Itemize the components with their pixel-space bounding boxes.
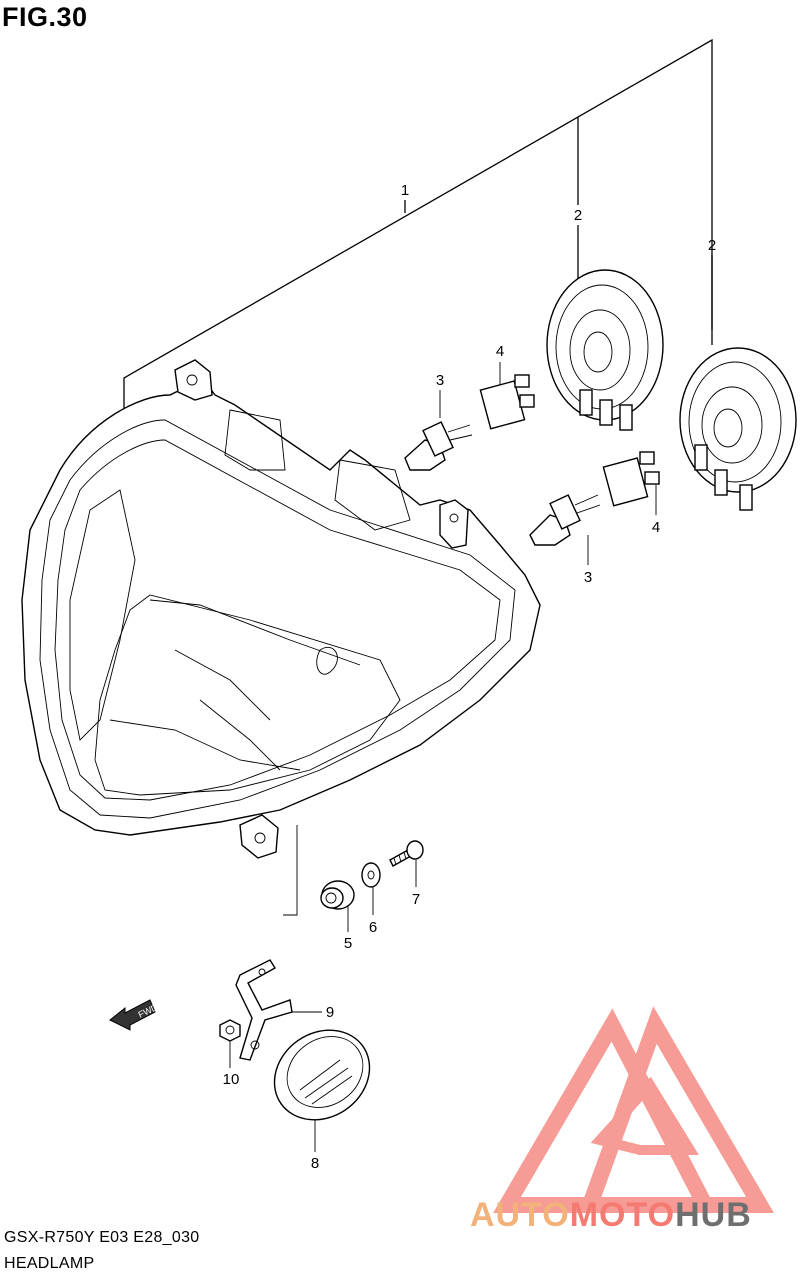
grommet	[320, 880, 355, 910]
reflector-bracket	[235, 959, 293, 1061]
headlamp-housing	[21, 359, 541, 859]
headlamp-rear-cover-lower	[679, 347, 797, 511]
callout-2-upper: 2	[574, 207, 582, 224]
headlamp-rear-cover-upper	[546, 269, 664, 431]
headlamp-bulb-lower	[529, 494, 601, 546]
leader-lines	[123, 38, 713, 1152]
callout-8: 8	[311, 1155, 319, 1172]
callout-10: 10	[223, 1071, 240, 1088]
headlamp-bulb-upper	[404, 421, 473, 471]
callout-7: 7	[412, 891, 420, 908]
washer	[361, 862, 381, 888]
bulb-socket-lower	[602, 451, 660, 507]
diagram-name: HEADLAMP	[4, 1255, 95, 1272]
callout-5: 5	[344, 935, 352, 952]
callout-3-lower: 3	[584, 569, 592, 586]
watermark-text-moto: MOTO	[569, 1196, 676, 1234]
nut	[219, 1019, 241, 1042]
callout-4-upper: 4	[496, 343, 504, 360]
callout-6: 6	[369, 919, 377, 936]
watermark-text-auto: AUTO	[470, 1196, 570, 1234]
watermark-text: AUTOMOTOHUB	[470, 1196, 752, 1235]
callout-9: 9	[326, 1004, 334, 1021]
reflector	[273, 1029, 371, 1121]
figure-title: FIG.30	[2, 2, 88, 32]
model-code: GSX-R750Y E03 E28_030	[4, 1229, 200, 1246]
forward-arrow-label: FWD	[137, 1002, 160, 1020]
screw	[389, 840, 424, 867]
callout-3-upper: 3	[436, 372, 444, 389]
callout-1: 1	[401, 182, 409, 199]
bulb-socket-upper	[479, 374, 535, 430]
callout-4-lower: 4	[652, 519, 660, 536]
watermark-logo-icon	[493, 1006, 774, 1213]
watermark-text-hub: HUB	[675, 1196, 752, 1234]
callout-2-lower: 2	[708, 237, 716, 254]
forward-arrow-icon: FWD	[109, 999, 160, 1031]
